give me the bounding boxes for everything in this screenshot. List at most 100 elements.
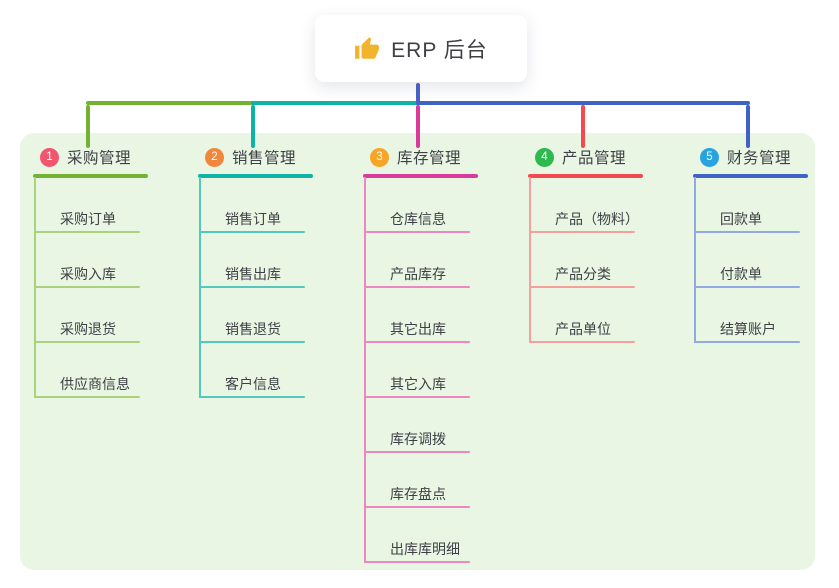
connector-child-underline	[694, 341, 800, 343]
branch-sales: 2 销售管理 销售订单 销售出库 销售退货 客户信息	[198, 0, 321, 588]
branch-node-label: 采购管理	[67, 150, 132, 167]
connector-trunk	[416, 83, 420, 105]
branch-node-product[interactable]: 4 产品管理	[535, 146, 626, 168]
branch-node-procurement[interactable]: 1 采购管理	[40, 146, 131, 168]
child-node[interactable]: 产品单位	[529, 318, 641, 344]
child-node-label: 采购订单	[60, 211, 116, 227]
connector-child-underline	[34, 286, 140, 288]
child-node[interactable]: 产品库存	[364, 263, 476, 289]
child-node-label: 销售退货	[225, 321, 281, 337]
connector-branch-underline	[693, 174, 808, 178]
child-node-label: 销售订单	[225, 211, 281, 227]
branch-inventory: 3 库存管理 仓库信息 产品库存 其它出库 其它入库 库存调拨 库存盘点	[363, 0, 486, 588]
branch-procurement: 1 采购管理 采购订单 采购入库 采购退货 供应商信息	[33, 0, 156, 588]
child-node[interactable]: 采购退货	[34, 318, 146, 344]
connector-branch-underline	[198, 174, 313, 178]
child-node[interactable]: 其它出库	[364, 318, 476, 344]
connector-branch-underline	[528, 174, 643, 178]
branch-node-inventory[interactable]: 3 库存管理	[370, 146, 461, 168]
branch-number-badge: 5	[700, 147, 719, 167]
connector-drop-procurement	[86, 105, 90, 148]
connector-child-underline	[199, 231, 305, 233]
child-node[interactable]: 销售退货	[199, 318, 311, 344]
root-node-label: ERP 后台	[391, 38, 488, 62]
child-node-label: 销售出库	[225, 266, 281, 282]
connector-child-underline	[364, 561, 470, 563]
connector-child-underline	[364, 451, 470, 453]
child-node-label: 供应商信息	[60, 376, 130, 392]
child-node[interactable]: 出库库明细	[364, 538, 476, 564]
connector-child-underline	[364, 341, 470, 343]
connector-child-underline	[529, 231, 635, 233]
connector-drop-finance	[746, 105, 750, 148]
child-node-label: 仓库信息	[390, 211, 446, 227]
connector-child-underline	[364, 286, 470, 288]
branch-product: 4 产品管理 产品（物料） 产品分类 产品单位	[528, 0, 651, 588]
child-node-label: 库存盘点	[390, 486, 446, 502]
branch-number-badge: 3	[370, 147, 389, 167]
child-node-label: 库存调拨	[390, 431, 446, 447]
connector-drop-inventory	[416, 105, 420, 148]
child-node[interactable]: 客户信息	[199, 373, 311, 399]
branch-number-badge: 4	[535, 147, 554, 167]
root-node[interactable]: ERP 后台	[315, 15, 527, 82]
connector-branch-underline	[363, 174, 478, 178]
branch-node-label: 产品管理	[562, 150, 627, 167]
connector-branch-underline	[33, 174, 148, 178]
connector-horizontal-green	[86, 101, 255, 105]
connector-child-underline	[34, 231, 140, 233]
branch-finance: 5 财务管理 回款单 付款单 结算账户	[693, 0, 816, 588]
child-node-label: 其它入库	[390, 376, 446, 392]
connector-branch-vline	[364, 177, 366, 563]
child-node-label: 产品单位	[555, 321, 611, 337]
connector-branch-vline	[694, 177, 696, 343]
branch-node-label: 财务管理	[727, 150, 792, 167]
child-node-label: 产品库存	[390, 266, 446, 282]
branch-node-finance[interactable]: 5 财务管理	[700, 146, 791, 168]
connector-child-underline	[694, 286, 800, 288]
connector-child-underline	[364, 396, 470, 398]
thumbs-up-icon	[355, 36, 380, 59]
connector-drop-product	[581, 105, 585, 148]
child-node[interactable]: 销售订单	[199, 208, 311, 234]
connector-horizontal-blue	[416, 101, 750, 105]
child-node-label: 其它出库	[390, 321, 446, 337]
child-node-label: 结算账户	[720, 321, 776, 337]
branches-panel	[20, 133, 815, 570]
child-node[interactable]: 回款单	[694, 208, 806, 234]
connector-child-underline	[199, 341, 305, 343]
connector-branch-vline	[529, 177, 531, 343]
child-node[interactable]: 采购订单	[34, 208, 146, 234]
child-node[interactable]: 产品（物料）	[529, 208, 641, 234]
branch-node-sales[interactable]: 2 销售管理	[205, 146, 296, 168]
child-node[interactable]: 供应商信息	[34, 373, 146, 399]
child-node-label: 客户信息	[225, 376, 281, 392]
connector-child-underline	[34, 341, 140, 343]
connector-child-underline	[694, 231, 800, 233]
child-node-label: 采购退货	[60, 321, 116, 337]
branch-number-badge: 1	[40, 147, 59, 167]
child-node[interactable]: 采购入库	[34, 263, 146, 289]
connector-child-underline	[199, 396, 305, 398]
connector-child-underline	[199, 286, 305, 288]
connector-drop-sales	[251, 105, 255, 148]
connector-child-underline	[529, 341, 635, 343]
branch-node-label: 销售管理	[232, 150, 297, 167]
child-node[interactable]: 付款单	[694, 263, 806, 289]
connector-child-underline	[34, 396, 140, 398]
child-node[interactable]: 库存盘点	[364, 483, 476, 509]
connector-child-underline	[364, 231, 470, 233]
child-node[interactable]: 产品分类	[529, 263, 641, 289]
child-node[interactable]: 库存调拨	[364, 428, 476, 454]
child-node-label: 采购入库	[60, 266, 116, 282]
child-node[interactable]: 结算账户	[694, 318, 806, 344]
child-node[interactable]: 销售出库	[199, 263, 311, 289]
child-node[interactable]: 仓库信息	[364, 208, 476, 234]
connector-horizontal-teal	[251, 101, 420, 105]
child-node-label: 产品（物料）	[555, 211, 639, 227]
child-node[interactable]: 其它入库	[364, 373, 476, 399]
branch-node-label: 库存管理	[397, 150, 462, 167]
child-node-label: 产品分类	[555, 266, 611, 282]
connector-child-underline	[529, 286, 635, 288]
